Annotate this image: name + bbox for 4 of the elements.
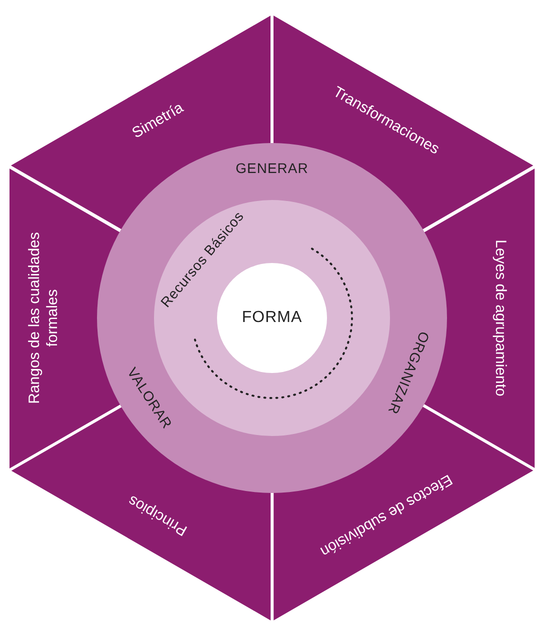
segment-label: Rangos de las cualidades formales	[26, 218, 62, 418]
ring-label: FORMA	[242, 309, 302, 327]
ring-label: GENERAR	[236, 160, 308, 176]
segment-label: Leyes de agrupamiento	[482, 208, 518, 428]
